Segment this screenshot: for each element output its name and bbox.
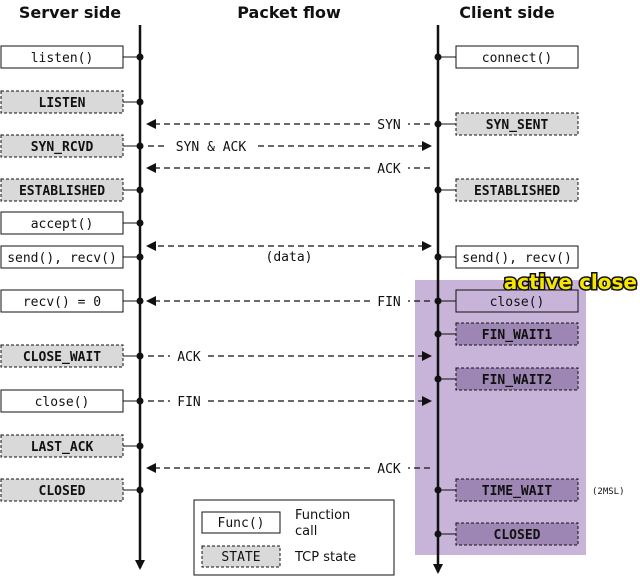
client-timeline-dot <box>434 120 442 128</box>
server-boxes: listen() LISTEN SYN_RCVD ESTABLISHED accept(… <box>0 45 140 502</box>
server-established-label: ESTABLISHED <box>19 184 105 199</box>
server-timeline-dot <box>136 98 144 106</box>
client-timeline-dot <box>434 330 442 338</box>
client-established-label: ESTABLISHED <box>474 184 560 199</box>
server-timeline-dot <box>136 352 144 360</box>
server-send-recv-label: send(), recv() <box>7 251 117 266</box>
msl-annotation: (2MSL) <box>592 487 625 497</box>
packet-flow-header: Packet flow <box>237 3 341 22</box>
server-timeline-dot <box>136 186 144 194</box>
legend-func-text: Func() <box>218 516 265 531</box>
server-timeline-dot <box>136 486 144 494</box>
client-timeline-dot <box>434 375 442 383</box>
legend-state-text: STATE <box>221 550 260 565</box>
packet-syn-ack-label: SYN & ACK <box>176 140 247 155</box>
packet-arrows: SYN SYN & ACK ACK (data) FIN ACK FIN ACK <box>146 115 432 477</box>
client-close-label: close() <box>490 295 545 310</box>
legend: Func() Function call STATE TCP state <box>193 499 395 576</box>
legend-func-box <box>201 511 281 534</box>
server-syn-rcvd-label: SYN_RCVD <box>31 140 94 155</box>
client-timeline-dot <box>434 486 442 494</box>
server-accept-label: accept() <box>31 217 94 232</box>
packet-data-label: (data) <box>266 250 313 265</box>
server-timeline-dot <box>136 397 144 405</box>
server-listen-state-label: LISTEN <box>39 96 86 111</box>
packet-fin2-label: FIN <box>177 395 200 410</box>
packet-fin1-label: FIN <box>377 295 400 310</box>
client-timeline-dot <box>434 297 442 305</box>
server-timeline-dot <box>136 219 144 227</box>
server-timeline-dot <box>136 53 144 61</box>
client-fin-wait2-label: FIN_WAIT2 <box>482 373 552 388</box>
client-time-wait-label: TIME_WAIT <box>482 484 553 499</box>
active-close-label: active close <box>504 270 637 294</box>
client-timeline-dot <box>434 253 442 261</box>
packet-label-bg <box>170 392 208 410</box>
server-timeline-dot <box>136 253 144 261</box>
server-timeline-dot <box>136 442 144 450</box>
server-timeline-dot <box>136 297 144 305</box>
client-timeline-dot <box>434 186 442 194</box>
server-closed-label: CLOSED <box>39 484 86 499</box>
client-syn-sent-label: SYN_SENT <box>486 118 549 133</box>
packet-ack1-label: ACK <box>377 162 401 177</box>
client-fin-wait1-label: FIN_WAIT1 <box>482 328 553 343</box>
client-boxes: connect() SYN_SENT ESTABLISHED send(), recv… <box>438 45 579 546</box>
packet-label-bg <box>370 159 408 177</box>
client-side-header: Client side <box>459 3 555 22</box>
timeline-dots <box>136 53 442 538</box>
client-send-recv-label: send(), recv() <box>462 251 572 266</box>
legend-state-box <box>201 545 281 568</box>
client-timeline-dot <box>434 530 442 538</box>
packet-label-bg <box>370 115 408 133</box>
packet-syn-label: SYN <box>377 118 400 133</box>
server-recv-zero-label: recv() = 0 <box>23 295 101 310</box>
packet-ack3-label: ACK <box>377 462 401 477</box>
client-closed-label: CLOSED <box>494 528 541 543</box>
server-close-label: close() <box>35 395 90 410</box>
packet-label-bg <box>370 459 408 477</box>
server-close-wait-label: CLOSE_WAIT <box>23 350 101 365</box>
active-close-region <box>415 280 586 555</box>
server-last-ack-label: LAST_ACK <box>31 440 94 455</box>
packet-label-bg <box>370 292 408 310</box>
server-listen-label: listen() <box>31 51 94 66</box>
legend-func-desc-1: Function <box>295 508 350 523</box>
client-timeline-dot <box>434 53 442 61</box>
server-side-header: Server side <box>19 3 121 22</box>
packet-label-bg <box>168 137 254 155</box>
legend-func-desc-2: call <box>295 524 317 539</box>
packet-label-bg <box>170 347 208 365</box>
legend-state-desc: TCP state <box>294 550 356 565</box>
client-connect-label: connect() <box>482 51 552 66</box>
packet-ack2-label: ACK <box>177 350 201 365</box>
server-timeline-dot <box>136 142 144 150</box>
